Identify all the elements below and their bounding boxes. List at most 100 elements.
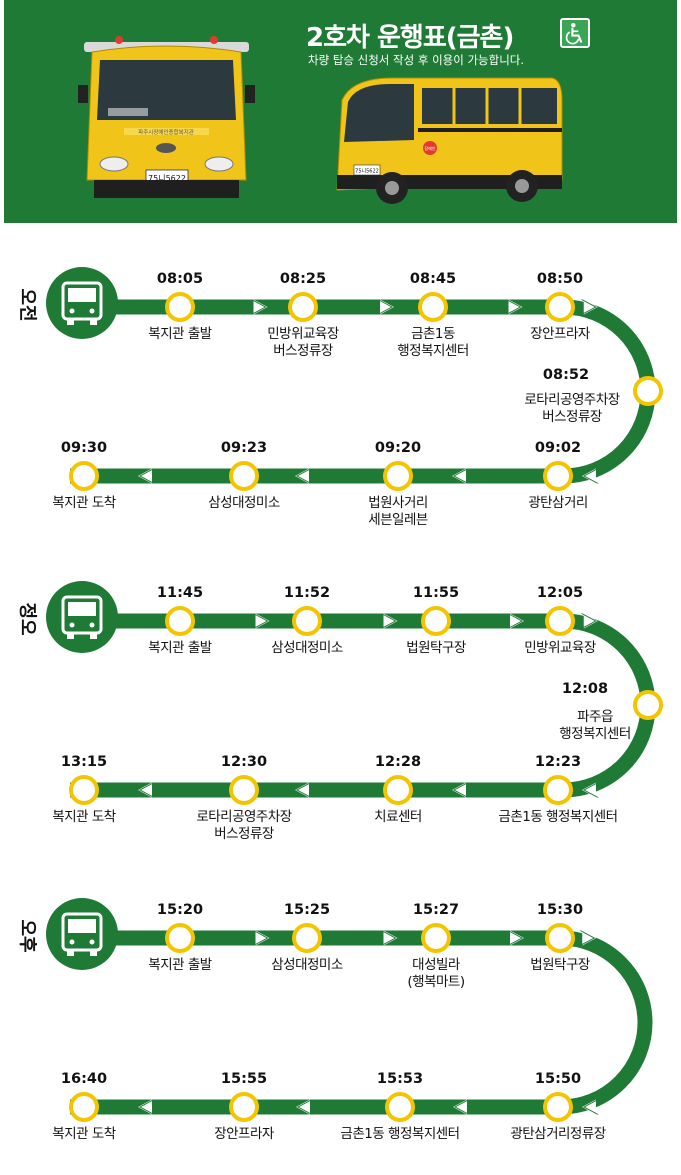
route-arrow xyxy=(583,299,598,315)
stop-name: 광탄삼거리정류장 xyxy=(510,1126,606,1143)
stop-time: 09:30 xyxy=(60,440,108,456)
stop-time: 12:30 xyxy=(220,754,268,770)
stop-time: 08:25 xyxy=(279,271,327,287)
bus-front-text: 파주시장애인종합복지관 xyxy=(138,128,194,136)
stop-name-line: 로타리공영주차장 xyxy=(196,809,292,825)
stop-name: 복지관 도착 xyxy=(52,1126,116,1143)
bus-icon-window xyxy=(68,919,96,933)
route-arrow xyxy=(452,782,466,798)
bus-icon-light xyxy=(89,939,95,945)
route-arrow xyxy=(383,613,398,629)
stop-name-line: 버스정류장 xyxy=(214,826,274,842)
bus-side-badge: 장애인 xyxy=(424,145,435,151)
stop-marker-inner xyxy=(75,467,93,485)
stop-time: 15:50 xyxy=(534,1071,582,1087)
stop-name-line: 삼성대정미소 xyxy=(271,640,343,656)
period-label: 정오 xyxy=(16,602,38,636)
route-arrow xyxy=(138,782,152,798)
stop-marker-inner xyxy=(549,781,567,799)
stop-time: 15:27 xyxy=(412,902,460,918)
stop-name: 삼성대정미소 xyxy=(271,957,343,974)
bus-icon-window xyxy=(68,602,96,616)
stop-time: 09:02 xyxy=(534,440,582,456)
stop-name-line: 버스정류장 xyxy=(542,409,602,425)
stop-name: 광탄삼거리 xyxy=(528,495,588,512)
route-arrow xyxy=(508,299,523,315)
stop-time: 08:52 xyxy=(542,367,590,383)
stop-name-line: 금촌1동 행정복지센터 xyxy=(340,1126,460,1142)
route-arrow xyxy=(380,299,394,315)
period-label: 오후 xyxy=(16,919,38,953)
stop-marker-inner xyxy=(549,467,567,485)
route-arrow xyxy=(452,468,466,484)
stop-name: 복지관 도착 xyxy=(52,809,116,826)
route-arrow xyxy=(510,930,524,946)
stop-name-line: 민방위교육장 xyxy=(267,326,339,342)
bus-icon-light xyxy=(69,308,75,314)
stop-time: 15:55 xyxy=(220,1071,268,1087)
page-title: 2호차 운행표(금촌) xyxy=(306,23,514,53)
stop-time: 15:30 xyxy=(536,902,584,918)
stop-name-line: 복지관 도착 xyxy=(52,1126,116,1142)
stop-name-line: 버스정류장 xyxy=(273,343,333,359)
route-arrow xyxy=(138,1099,152,1115)
bus-icon-wheel xyxy=(67,950,74,956)
stop-marker-inner xyxy=(427,612,445,630)
stop-time: 12:08 xyxy=(561,681,609,697)
stop-name-line: 삼성대정미소 xyxy=(208,495,280,511)
stop-marker-inner xyxy=(639,696,657,714)
route-arrow xyxy=(383,930,398,946)
bus-circle xyxy=(46,898,118,970)
stop-time: 15:53 xyxy=(376,1071,424,1087)
stop-marker-inner xyxy=(235,1098,253,1116)
stop-name-line: 법원탁구장 xyxy=(406,640,466,656)
route-arrow xyxy=(255,613,270,629)
stop-name-line: 복지관 출발 xyxy=(148,957,212,973)
stop-name-line: 대성빌라 xyxy=(412,957,460,973)
stop-name-line: 행정복지센터 xyxy=(559,726,631,742)
stop-time: 08:05 xyxy=(156,271,204,287)
stop-name-line: 복지관 도착 xyxy=(52,809,116,825)
bus-icon-light xyxy=(69,939,75,945)
stop-time: 12:05 xyxy=(536,585,584,601)
stop-name-line: 법원탁구장 xyxy=(530,957,590,973)
stop-name-line: 행정복지센터 xyxy=(397,343,469,359)
stop-name-line: 금촌1동 xyxy=(411,326,455,342)
stop-name: 복지관 출발 xyxy=(148,640,212,657)
stop-marker-inner xyxy=(235,467,253,485)
stop-time: 08:50 xyxy=(536,271,584,287)
bus-side-image: 장애인 75니5622 xyxy=(336,77,563,204)
period-label: 오전 xyxy=(16,288,38,322)
stop-name-line: 복지관 도착 xyxy=(52,495,116,511)
stop-marker-inner xyxy=(427,929,445,947)
stop-name-line: 장안프라자 xyxy=(530,326,590,342)
stop-marker-inner xyxy=(549,1098,567,1116)
route-arrow xyxy=(582,782,596,798)
stop-marker-inner xyxy=(171,929,189,947)
bus-circle xyxy=(46,581,118,653)
bus-icon-wheel xyxy=(90,950,97,956)
stop-name: 복지관 출발 xyxy=(148,957,212,974)
stop-time: 12:23 xyxy=(534,754,582,770)
stop-marker-inner xyxy=(75,781,93,799)
stop-time: 11:52 xyxy=(283,585,331,601)
stop-marker-inner xyxy=(389,781,407,799)
route-arrow xyxy=(295,782,309,798)
stop-name: 대성빌라(행복마트) xyxy=(407,957,465,991)
stop-name: 법원탁구장 xyxy=(530,957,590,974)
stop-time: 15:20 xyxy=(156,902,204,918)
route-arrow xyxy=(453,1099,467,1115)
stop-marker-inner xyxy=(639,382,657,400)
bus-icon-wheel xyxy=(67,633,74,639)
route-arrow xyxy=(295,468,309,484)
bus-front-plate: 75니5622 xyxy=(148,173,186,183)
stop-time: 13:15 xyxy=(60,754,108,770)
bus-icon-light xyxy=(89,622,95,628)
stop-name-line: 민방위교육장 xyxy=(524,640,596,656)
route-arrow xyxy=(582,930,597,946)
bus-icon-wheel xyxy=(90,633,97,639)
